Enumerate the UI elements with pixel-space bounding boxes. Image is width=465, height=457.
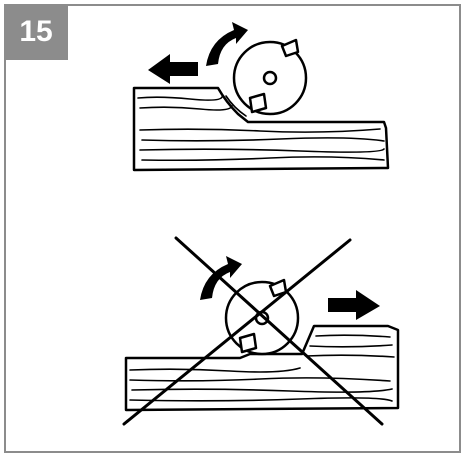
incorrect-feed-figure xyxy=(122,236,400,426)
feed-arrow-left-icon xyxy=(148,54,198,84)
cross-out-icon xyxy=(122,236,384,426)
wood-board-icon xyxy=(124,324,400,412)
correct-feed-figure xyxy=(132,22,390,172)
cutter-wheel-icon xyxy=(232,38,308,116)
wood-board-icon xyxy=(132,86,390,172)
step-number-badge: 15 xyxy=(4,4,68,60)
feed-arrow-right-icon xyxy=(328,290,380,320)
figure-frame xyxy=(4,4,461,453)
rotation-arrow-icon xyxy=(206,22,248,66)
rotation-arrow-icon xyxy=(200,256,242,300)
